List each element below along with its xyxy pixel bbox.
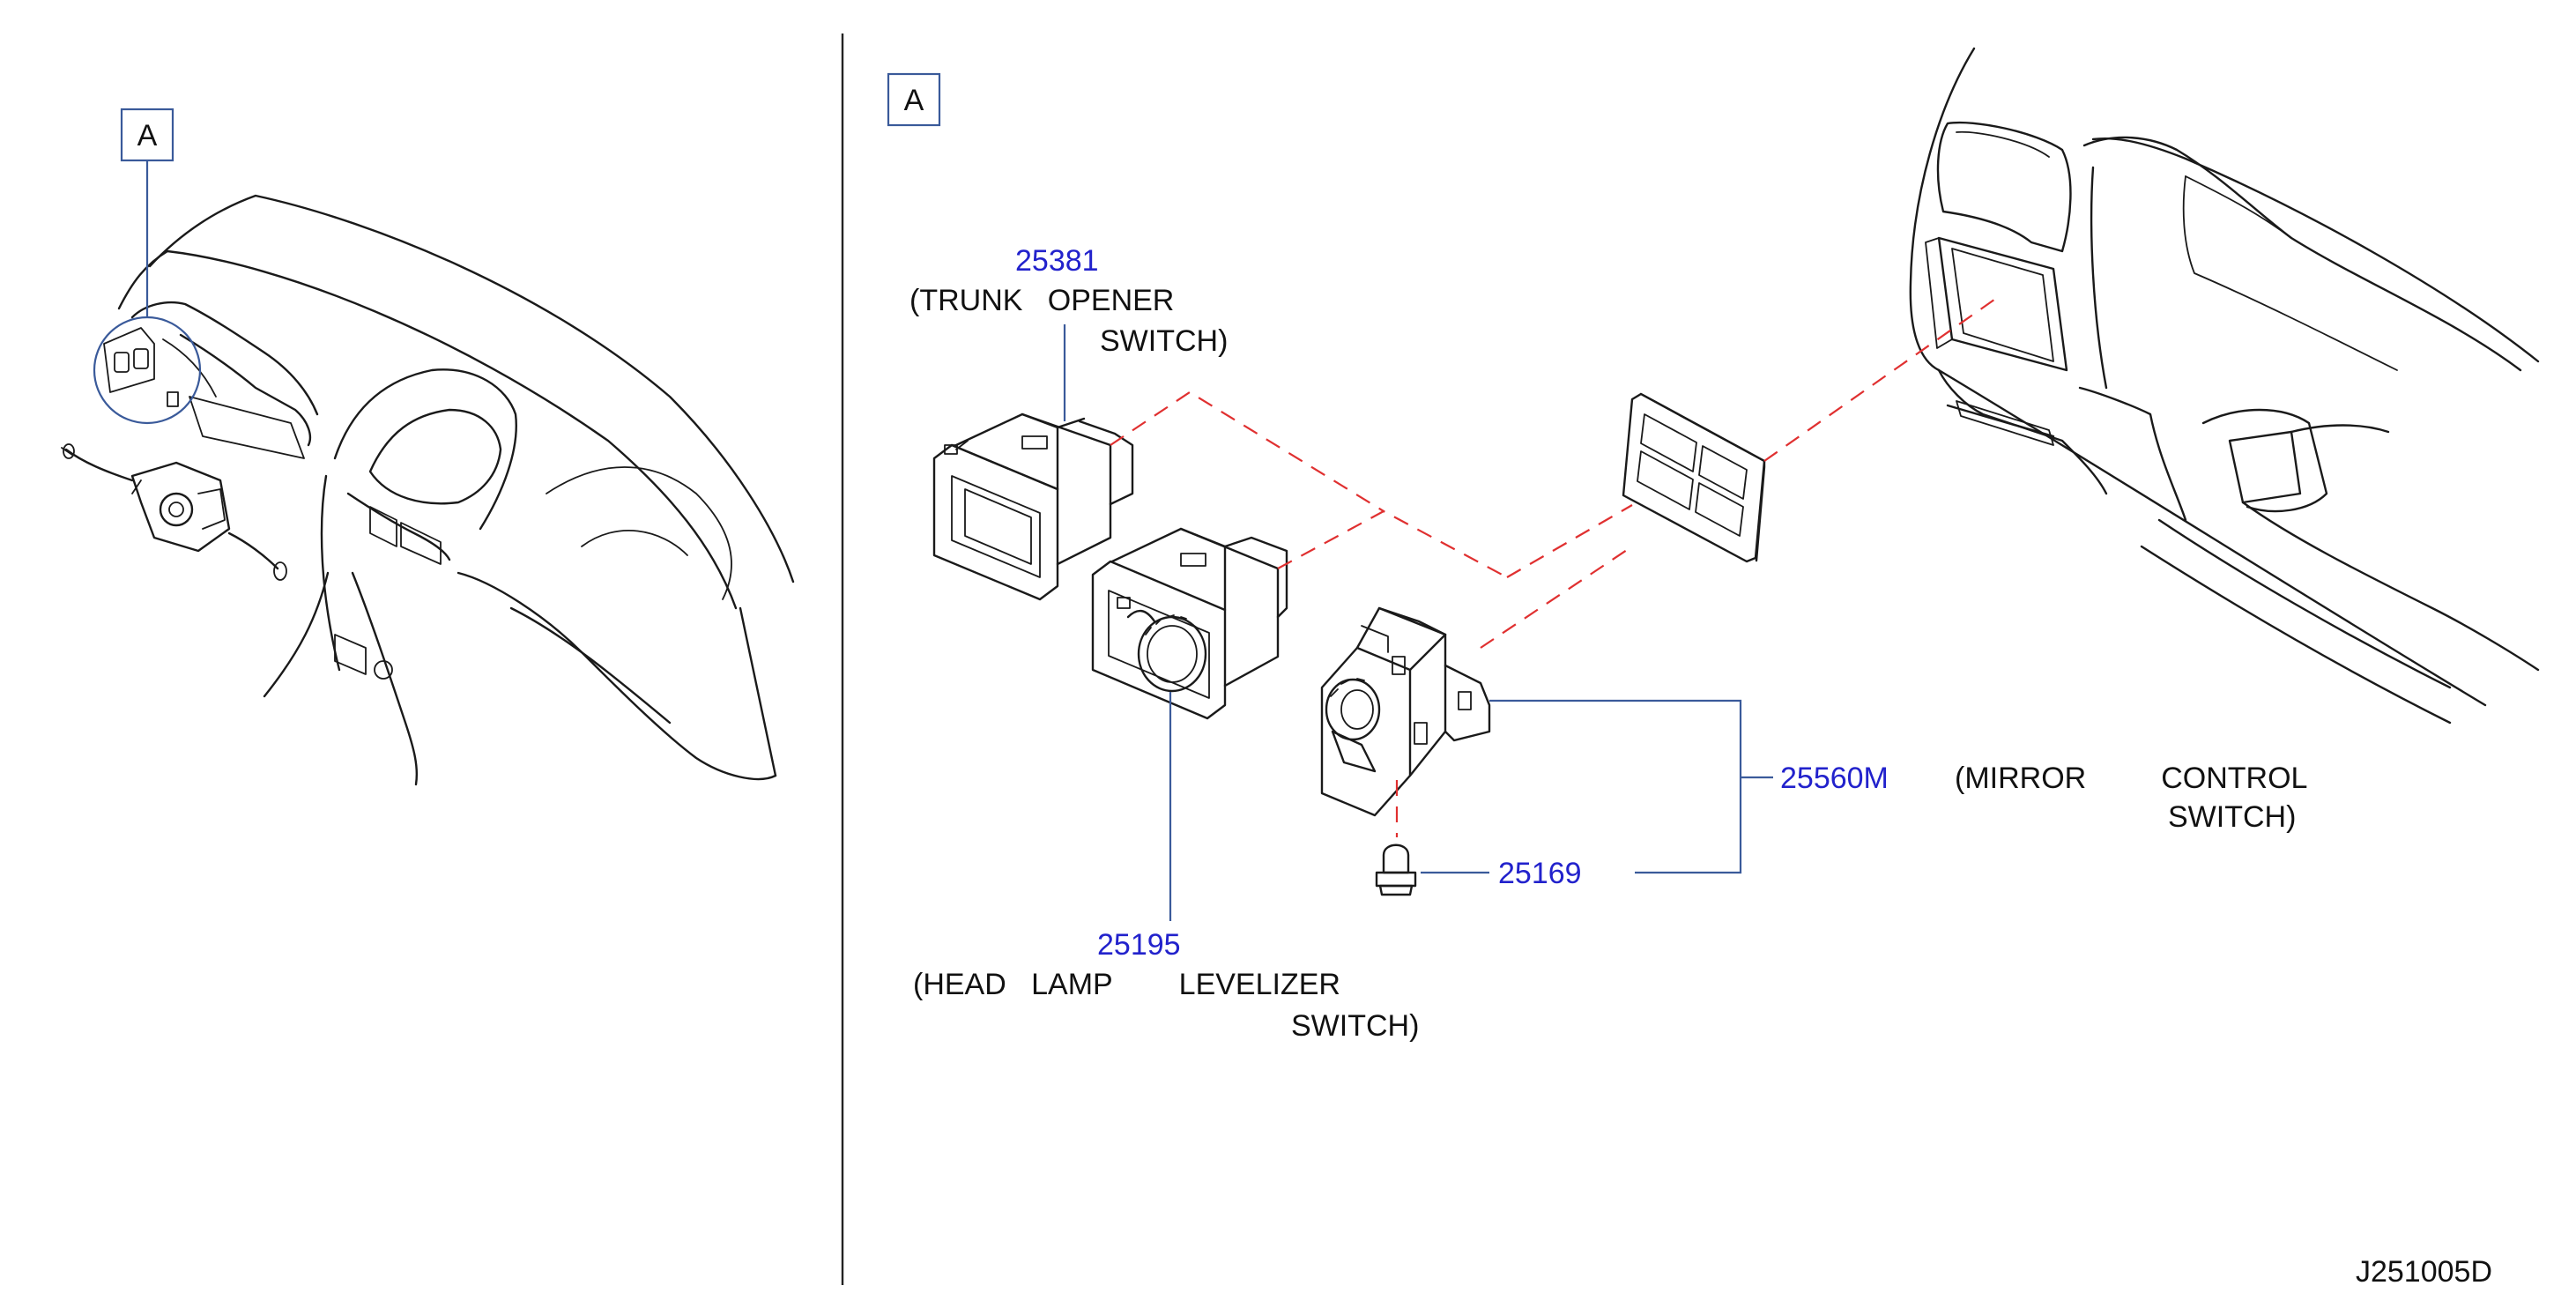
instrument-panel-drawing — [1909, 47, 2540, 725]
switch-bezel-drawing — [1622, 392, 1766, 563]
callout-a-left-box — [120, 108, 174, 162]
assembly-dashed-lines — [1110, 294, 2001, 837]
mirror-control-label-line1: (MIRROR CONTROL — [1955, 762, 2307, 795]
callout-a-right-box — [887, 72, 941, 127]
mirror-control-switch-drawing — [1320, 606, 1491, 817]
headlamp-levelizer-label-line1: (HEAD LAMP LEVELIZER — [913, 968, 1340, 1001]
mirror-control-label-line2: SWITCH) — [2168, 800, 2296, 834]
trunk-opener-label-line1: (TRUNK OPENER — [909, 284, 1174, 317]
detail-a-circle — [93, 316, 202, 425]
dashboard-overview-drawing — [61, 194, 795, 786]
part-number-25560m: 25560M — [1780, 762, 1889, 795]
leader-25560m — [1489, 699, 1742, 874]
callout-a-left: A — [137, 119, 158, 152]
diagram-code: J251005D — [2356, 1255, 2492, 1289]
part-number-25195: 25195 — [1097, 928, 1181, 962]
trunk-opener-switch-drawing — [932, 412, 1134, 601]
part-number-25169: 25169 — [1498, 857, 1582, 890]
headlamp-levelizer-switch-drawing — [1091, 527, 1288, 720]
callout-a-right: A — [904, 84, 924, 117]
trunk-opener-label-line2: SWITCH) — [1100, 324, 1228, 358]
headlamp-levelizer-label-line2: SWITCH) — [1291, 1009, 1419, 1043]
part-number-25381: 25381 — [1015, 244, 1099, 278]
bulb-drawing — [1375, 844, 1417, 896]
